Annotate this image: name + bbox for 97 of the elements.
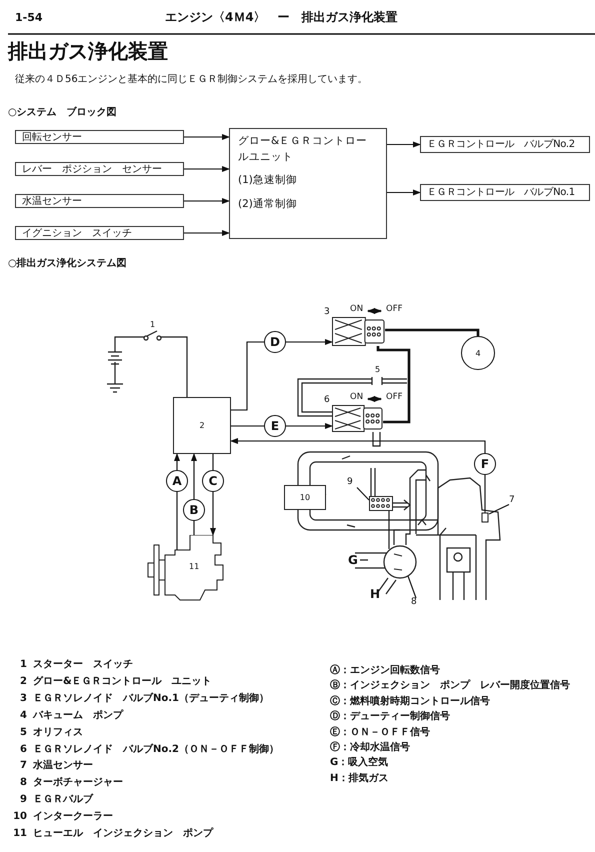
- signal-circle: C: [202, 470, 224, 492]
- switch-box: イグニション スイッチ: [15, 226, 184, 240]
- callout-number: 1: [150, 321, 156, 330]
- vacuum-hose: [385, 328, 480, 336]
- signal-legend-text: Ⓒ：燃料噴射時期コントロール信号: [330, 696, 490, 707]
- signal-line: [210, 492, 216, 536]
- egr-valve: [369, 496, 393, 511]
- part-number: 7: [19, 760, 27, 772]
- control-unit-box: 2: [173, 397, 231, 454]
- part-number: 6: [19, 744, 27, 754]
- signal-circle: D: [264, 331, 286, 353]
- part-number: 4: [19, 710, 27, 721]
- leader-line: [488, 504, 510, 514]
- part-name: ヒューエル インジェクション ポンプ: [33, 828, 213, 839]
- unit-name: グロー&ＥＧＲコントロールユニット: [238, 134, 368, 165]
- signal-line: [230, 438, 486, 453]
- signal-line: [286, 339, 333, 345]
- vacuum-pump: 4: [461, 336, 495, 370]
- signal-circle: B: [183, 499, 205, 521]
- valve-box: ＥＧＲコントロール バルブNo.1: [420, 184, 590, 201]
- part-name: オリフィス: [33, 726, 83, 738]
- page-title: 排出ガス浄化装置: [8, 40, 168, 62]
- signal-legend-text: Ⓑ：インジェクション ポンプ レバー開度位置信号: [330, 680, 570, 692]
- water-temp-sensor: [481, 511, 489, 523]
- signal-line: [193, 521, 195, 535]
- signal-line: [484, 475, 486, 511]
- signal-legend-text: G：吸入空気: [330, 757, 388, 768]
- signal-circle: E: [264, 415, 286, 437]
- part-name: 水温センサー: [33, 760, 93, 772]
- leader-line: [407, 576, 417, 598]
- state-label: ON: [350, 393, 364, 402]
- arrow: [387, 190, 421, 196]
- arrow: [184, 134, 230, 140]
- sensor-box: 回転センサー: [15, 130, 184, 144]
- part-name: ＥＧＲバルブ: [33, 794, 93, 806]
- part-name: ＥＧＲソレノイド バルブNo.1（デューティ制御）: [33, 692, 269, 704]
- part-number: 3: [19, 692, 27, 704]
- part-name: スターター スイッチ: [33, 659, 133, 670]
- section-heading: ○システム ブロック図: [8, 107, 117, 118]
- leader-line: [356, 487, 370, 500]
- part-name: ターボチャージャー: [33, 777, 123, 788]
- letter-label: H: [370, 588, 380, 602]
- part-number: 11: [13, 828, 27, 839]
- state-label: OFF: [386, 305, 402, 314]
- callout-number: 5: [375, 366, 380, 375]
- arrow: [184, 230, 230, 236]
- intercooler-box: 10: [284, 485, 326, 510]
- part-number: 8: [19, 777, 27, 788]
- arrow: [184, 198, 230, 204]
- signal-line: [231, 341, 264, 411]
- part-number: 2: [19, 676, 27, 687]
- page-number: 1-54: [15, 12, 43, 24]
- signal-line: [212, 454, 214, 470]
- solenoid-valve: [332, 405, 383, 432]
- signal-legend-text: Ⓔ：ＯＮ－ＯＦＦ信号: [330, 726, 430, 738]
- signal-legend-text: H：排気ガス: [330, 772, 388, 784]
- signal-line: [174, 453, 180, 470]
- signal-line: [286, 423, 333, 429]
- control-unit-box: [229, 128, 387, 239]
- part-number: 10: [13, 811, 27, 822]
- callout-number: 8: [411, 598, 417, 608]
- state-label: OFF: [386, 393, 402, 402]
- state-label: ON: [350, 305, 364, 314]
- turbocharger: [383, 545, 417, 579]
- part-name: バキューム ポンプ: [33, 710, 123, 721]
- section-heading: ○排出ガス浄化システム図: [8, 258, 127, 269]
- signal-line: [231, 425, 264, 427]
- part-name: グロー&ＥＧＲコントロール ユニット: [33, 676, 212, 687]
- callout-number: 3: [324, 308, 330, 318]
- solenoid-valve: [332, 317, 385, 346]
- sensor-box: 水温センサー: [15, 194, 184, 208]
- callout-number: 9: [347, 478, 353, 488]
- signal-legend-text: Ⓓ：デューティー制御信号: [330, 711, 450, 722]
- callout-number: 6: [324, 396, 330, 406]
- signal-line: [176, 492, 178, 550]
- header-text: エンジン〈4Ｍ4〉 ー 排出ガス浄化装置: [165, 11, 398, 24]
- intro-text: 従来の４Ｄ56エンジンと基本的に同じＥＧＲ制御システムを採用しています。: [15, 74, 368, 85]
- signal-circle: F: [474, 453, 496, 475]
- callout-number: 7: [509, 496, 515, 506]
- signal-circle: A: [166, 470, 188, 492]
- exhaust-pipe: [388, 511, 390, 549]
- valve-box: ＥＧＲコントロール バルブNo.2: [420, 136, 590, 153]
- arrow: [184, 166, 230, 172]
- part-number: 5: [19, 726, 27, 738]
- sensor-box: レバー ポジション センサー: [15, 162, 184, 176]
- signal-line: [191, 453, 197, 499]
- part-name: ＥＧＲソレノイド バルブNo.2（ＯＮ－ＯＦＦ制御）: [33, 744, 279, 754]
- signal-legend-text: Ⓐ：エンジン回転数信号: [330, 665, 440, 676]
- part-number: 9: [19, 794, 27, 806]
- signal-legend-text: Ⓕ：冷却水温信号: [330, 742, 410, 753]
- vacuum-hose: [376, 346, 410, 424]
- arrow: [387, 142, 421, 148]
- part-number: 1: [19, 659, 27, 670]
- control-mode-text: (2)通常制御: [238, 197, 298, 212]
- control-mode-text: (1)急速制御: [238, 173, 298, 188]
- letter-label: G: [348, 554, 358, 568]
- part-name: インタークーラー: [33, 811, 113, 822]
